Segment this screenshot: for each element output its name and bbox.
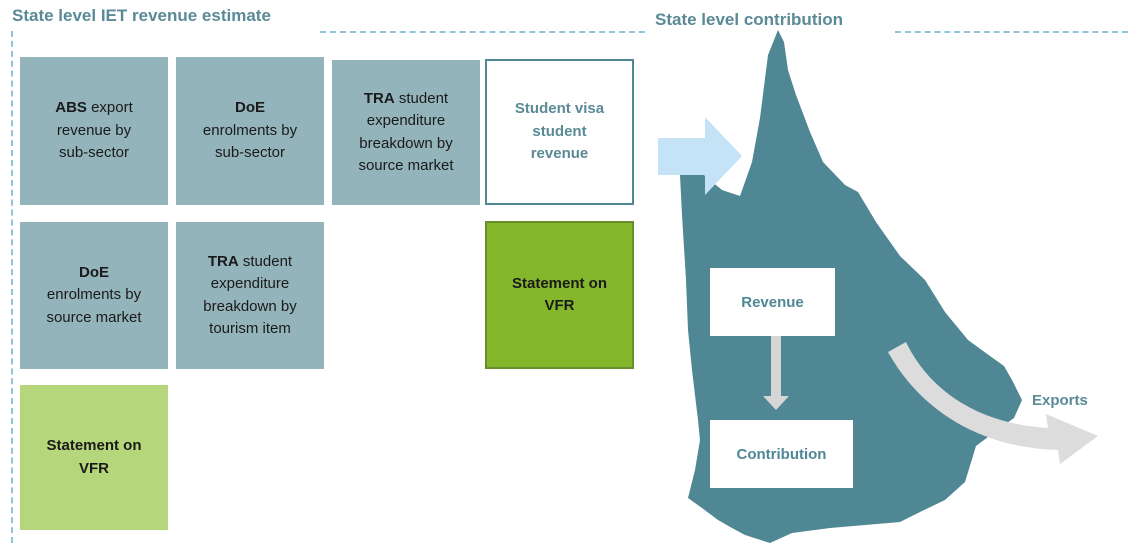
- doe-subsector-label: DoE: [235, 99, 265, 117]
- exports-arrow: [888, 342, 1098, 464]
- abs-line3: sub-sector: [58, 144, 130, 162]
- tra-tourism-line4: tourism item: [209, 320, 291, 337]
- exports-label: Exports: [1032, 392, 1088, 409]
- tra-source-line2: expenditure: [366, 112, 446, 129]
- vfr-statement-dark-box: Statement on VFR: [485, 221, 634, 369]
- tra-source-line4: source market: [358, 157, 454, 174]
- tra-source-line1: student: [394, 89, 449, 107]
- doe-enrolments-subsector-box: DoE enrolments by sub-sector: [176, 57, 324, 205]
- right-section-title: State level contribution: [655, 10, 843, 29]
- vfr-statement-light-box: Statement on VFR: [20, 385, 168, 530]
- doe-source-line1: enrolments by: [46, 286, 142, 304]
- student-visa-revenue-box: Student visa student revenue: [485, 59, 634, 205]
- tra-tourism-line2: expenditure: [210, 275, 290, 292]
- vfr-dark-line2: VFR: [544, 297, 575, 314]
- dashed-divider-right: [895, 31, 1128, 33]
- tra-tourism-label: TRA: [207, 252, 239, 270]
- doe-subsector-line1: enrolments by: [202, 121, 298, 139]
- revenue-to-contribution-arrow: [763, 336, 789, 410]
- tra-source-label: TRA: [363, 89, 395, 107]
- vfr-light-line2: VFR: [79, 459, 109, 477]
- revenue-box: Revenue: [710, 268, 835, 336]
- abs-export-revenue-box: ABS export revenue by sub-sector: [20, 57, 168, 205]
- dashed-divider-left: [320, 31, 645, 33]
- tra-tourism-line3: breakdown by: [203, 297, 297, 315]
- left-section-title: State level IET revenue estimate: [12, 6, 271, 25]
- abs-label: ABS: [55, 99, 87, 117]
- doe-enrolments-source-box: DoE enrolments by source market: [20, 222, 168, 369]
- student-visa-line3: revenue: [530, 145, 589, 163]
- doe-source-label: DoE: [79, 263, 109, 281]
- tra-tourism-line1: student: [238, 252, 293, 270]
- student-visa-line2: student: [532, 122, 587, 140]
- tra-source-line3: breakdown by: [359, 134, 453, 152]
- student-visa-line1: Student visa: [514, 100, 605, 118]
- vfr-light-line1: Statement on: [46, 437, 142, 454]
- abs-line2: revenue by: [56, 121, 132, 139]
- blue-input-arrow: [658, 117, 742, 195]
- vfr-dark-line1: Statement on: [511, 274, 607, 292]
- doe-source-line2: source market: [46, 308, 142, 326]
- tra-source-market-box: TRA student expenditure breakdown by sou…: [332, 60, 480, 205]
- doe-subsector-line2: sub-sector: [214, 144, 286, 162]
- queensland-map: [680, 30, 1022, 543]
- contribution-box: Contribution: [710, 420, 853, 488]
- abs-line1: export: [86, 99, 133, 117]
- tra-tourism-item-box: TRA student expenditure breakdown by tou…: [176, 222, 324, 369]
- dashed-border-left: [11, 31, 13, 543]
